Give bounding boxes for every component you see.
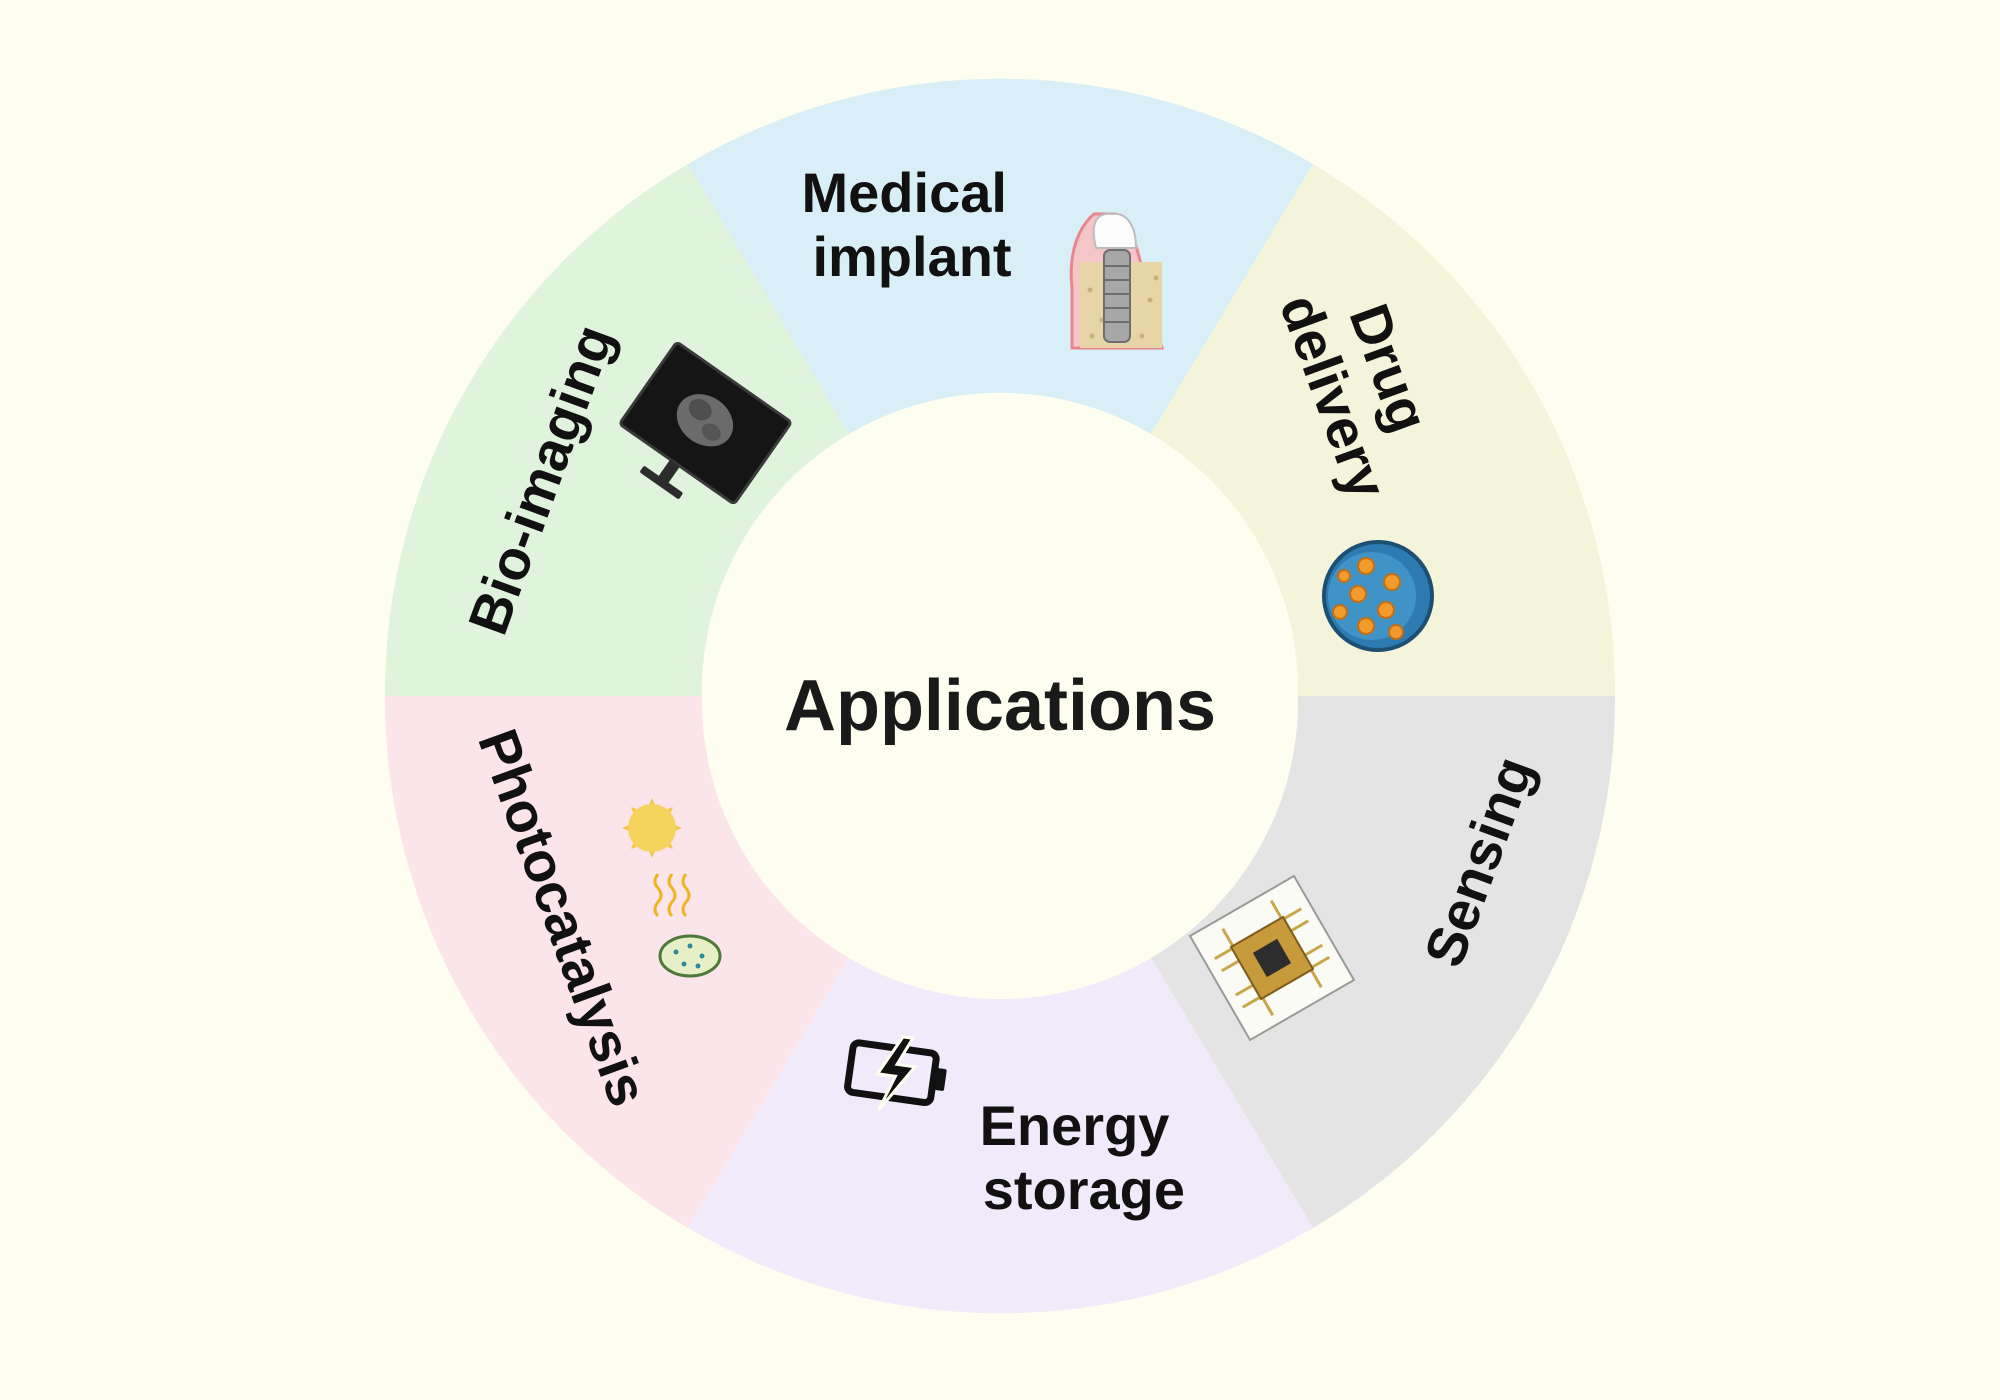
nanoparticle-drug-carrier-icon bbox=[1322, 540, 1434, 652]
battery-charging-icon bbox=[844, 1035, 947, 1112]
segment-sensing bbox=[1151, 696, 1616, 1228]
segment-drug-delivery bbox=[1151, 164, 1616, 696]
label-line: Energy bbox=[980, 1094, 1170, 1157]
sun-photocatalysis-icon bbox=[622, 798, 722, 978]
segment-bio-imaging bbox=[384, 164, 849, 696]
center-hole bbox=[704, 400, 1296, 992]
segment-photocatalysis bbox=[384, 696, 849, 1228]
label-line: storage bbox=[983, 1158, 1185, 1221]
imaging-monitor-icon bbox=[619, 342, 792, 505]
label-energy-storage: Energy storage bbox=[980, 1094, 1185, 1221]
sensor-chip-icon bbox=[1188, 874, 1356, 1042]
label-medical-implant: Medical implant bbox=[802, 161, 1023, 288]
segment-energy-storage bbox=[688, 958, 1313, 1314]
label-line: Medical bbox=[802, 161, 1007, 224]
label-line: implant bbox=[812, 225, 1011, 288]
ring-segments bbox=[384, 78, 1616, 1314]
dental-implant-icon bbox=[1069, 212, 1165, 350]
center-label: Applications bbox=[784, 666, 1216, 746]
